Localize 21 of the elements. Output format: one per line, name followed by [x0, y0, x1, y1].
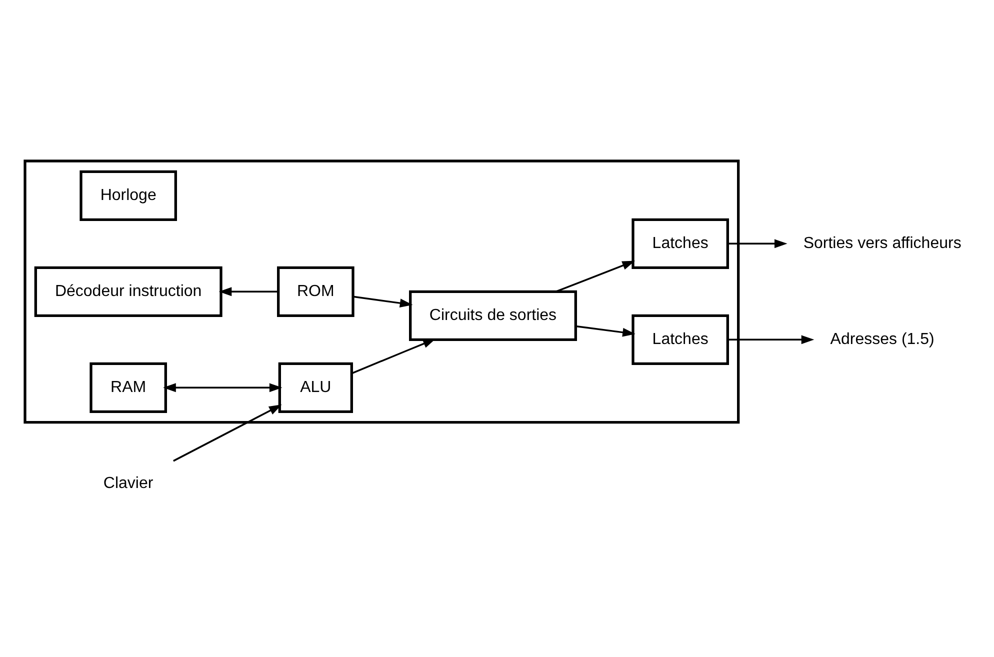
node-box: Horloge — [80, 170, 177, 220]
arrow — [353, 295, 413, 308]
node-box: Latches — [632, 218, 729, 268]
node-box: Latches — [632, 314, 729, 364]
arrow — [163, 382, 282, 392]
node-box: RAM — [90, 362, 167, 412]
node-box: ALU — [278, 362, 353, 412]
cluster — [24, 159, 740, 424]
node-text: Clavier — [103, 474, 154, 492]
arrow — [556, 260, 636, 292]
arrow — [728, 334, 814, 344]
arrow — [218, 286, 278, 296]
arrow — [728, 238, 788, 248]
arrow — [173, 404, 282, 462]
node-box: Circuits de sorties — [409, 290, 577, 340]
arrow — [352, 338, 436, 374]
node-box: ROM — [277, 266, 354, 316]
node-box: Décodeur instruction — [34, 266, 222, 316]
node-text: Adresses (1.5) — [830, 330, 934, 348]
node-text: Sorties vers afficheurs — [803, 234, 962, 252]
arrow — [576, 324, 636, 336]
